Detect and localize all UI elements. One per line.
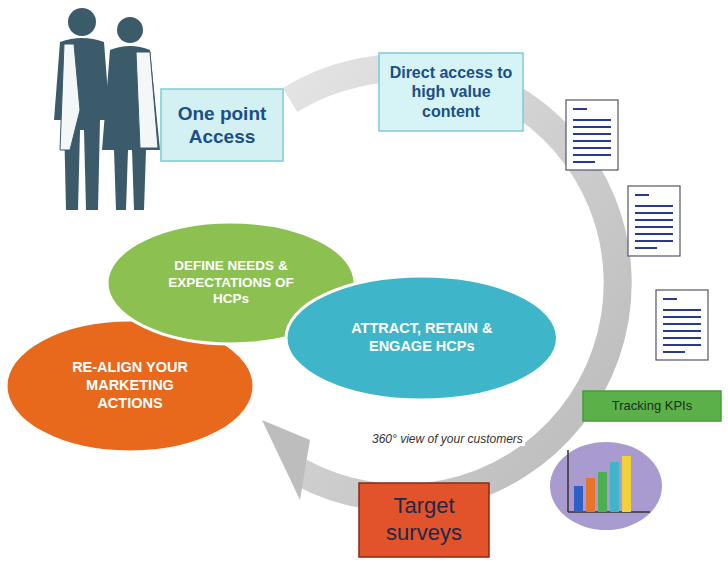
document-icons [566, 100, 708, 360]
node-label: Tracking KPIs [612, 398, 692, 414]
node-label: Target surveys [369, 493, 479, 547]
node-label: ATTRACT, RETAIN & ENGAGE HCPs [327, 320, 517, 355]
access-box: One point Access [160, 88, 284, 162]
chart-icon [550, 442, 662, 530]
engage-ellipse: ATTRACT, RETAIN & ENGAGE HCPs [284, 274, 560, 402]
doctors-silhouette [54, 8, 160, 210]
box-outline [160, 88, 284, 162]
node-label: DEFINE NEEDS & EXPECTATIONS OF HCPs [156, 258, 306, 307]
document-text-lines [573, 109, 701, 352]
note-label: 360° view of your customers [370, 432, 525, 446]
survey-box: Target surveys [358, 482, 490, 558]
node-label: Direct access to high value content [386, 63, 516, 122]
kpi-box: Tracking KPIs [582, 390, 722, 422]
content-box: Direct access to high value content [378, 52, 524, 132]
cycle-arrow-head [262, 420, 310, 500]
node-label: RE-ALIGN YOUR MARKETING ACTIONS [55, 359, 205, 412]
node-label: One point Access [168, 102, 276, 148]
